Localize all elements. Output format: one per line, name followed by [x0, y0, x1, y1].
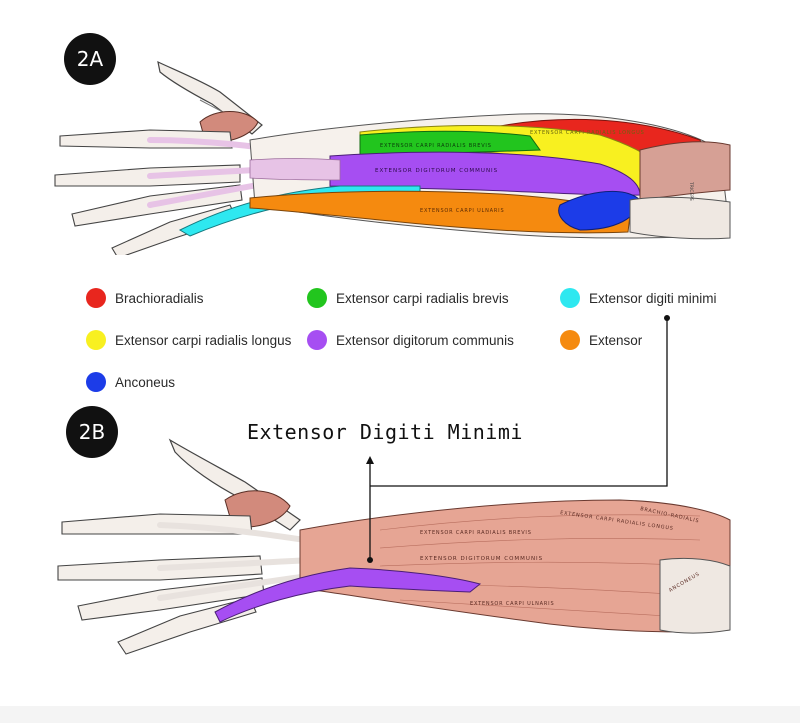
legend-item-brachioradialis: Brachioradialis — [86, 286, 204, 310]
legend-item-ecrb: Extensor carpi radialis brevis — [307, 286, 509, 310]
forearm-diagram-colored: EXTENSOR CARPI RADIALIS BREVIS EXTENSOR … — [54, 60, 731, 255]
muscle-anconeus — [558, 190, 641, 231]
legend-item-edm: Extensor digiti minimi — [560, 286, 717, 310]
figure-badge-2a: 2A — [64, 33, 116, 85]
legend-swatch — [86, 372, 106, 392]
label-ecrl-a: EXTENSOR CARPI RADIALIS LONGUS — [530, 130, 645, 136]
legend-item-anconeus: Anconeus — [86, 370, 175, 394]
muscle-legend: Brachioradialis Extensor carpi radialis … — [0, 280, 800, 400]
legend-label: Extensor carpi radialis brevis — [336, 290, 509, 306]
legend-swatch — [86, 288, 106, 308]
legend-label: Extensor digitorum communis — [336, 332, 514, 348]
bottom-strip — [0, 706, 800, 723]
legend-swatch — [86, 330, 106, 350]
label-edge-a: TRICEPS — [688, 181, 694, 201]
label-ecu-a: EXTENSOR CARPI ULNARIS — [420, 208, 504, 214]
legend-label: Extensor digiti minimi — [589, 290, 717, 306]
legend-label: Brachioradialis — [115, 290, 204, 306]
muscle-triceps — [639, 141, 731, 201]
label-ecrb-b: EXTENSOR CARPI RADIALIS BREVIS — [420, 530, 532, 536]
legend-label: Extensor carpi radialis longus — [115, 332, 292, 348]
muscle-edc-tendon — [249, 158, 341, 181]
muscle-ecu — [249, 190, 631, 234]
legend-item-edc: Extensor digitorum communis — [307, 328, 514, 352]
legend-label: Extensor carpi ulnaris — [589, 332, 642, 348]
legend-label: Anconeus — [115, 374, 176, 390]
muscle-edm-highlight — [214, 567, 482, 623]
legend-item-ecrl: Extensor carpi radialis longus — [86, 328, 291, 352]
label-ecrb-a: EXTENSOR CARPI RADIALIS BREVIS — [380, 143, 492, 149]
legend-swatch — [560, 288, 580, 308]
muscle-edc — [329, 151, 641, 196]
forearm-diagram-highlight: EXTENSOR CARPI RADIALIS BREVIS EXTENSOR … — [57, 438, 731, 655]
legend-swatch — [560, 330, 580, 350]
label-edc-a: EXTENSOR DIGITORUM COMMUNIS — [375, 168, 498, 174]
label-edc-b: EXTENSOR DIGITORUM COMMUNIS — [420, 556, 543, 562]
elbow — [659, 557, 731, 634]
legend-swatch — [307, 288, 327, 308]
label-ecu-b: EXTENSOR CARPI ULNARIS — [470, 601, 554, 607]
legend-swatch — [307, 330, 327, 350]
figure-badge-2b: 2B — [66, 406, 118, 458]
elbow — [629, 196, 731, 240]
legend-item-ecu: Extensor carpi ulnaris — [560, 328, 642, 352]
